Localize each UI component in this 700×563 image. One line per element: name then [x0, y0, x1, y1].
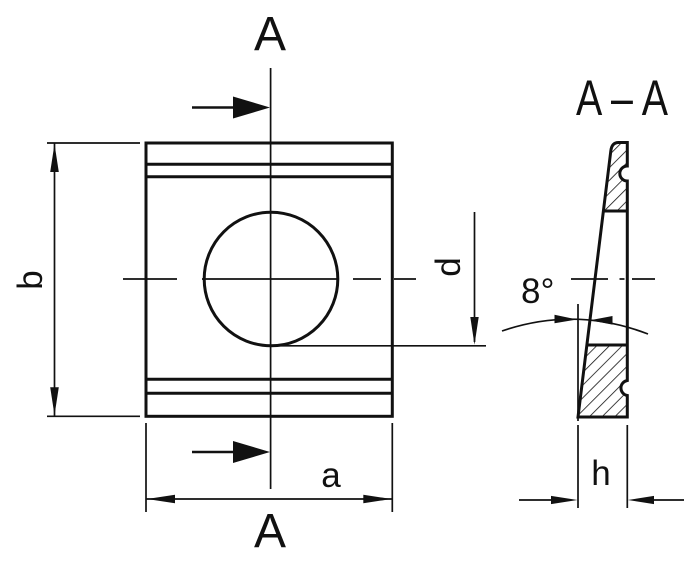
front-view: A A [123, 8, 416, 558]
section-arrow-bottom [192, 441, 270, 463]
section-arrow-top-head-icon [233, 96, 270, 119]
dimension-a: a [145, 423, 394, 512]
dim-a-label: a [321, 456, 341, 495]
section-arrow-top [192, 96, 270, 119]
section-hatch-upper [603, 142, 628, 211]
dimension-b: b [11, 142, 140, 418]
section-mark-bottom-label: A [254, 505, 286, 558]
dim-h-arrow-right-icon [627, 495, 654, 505]
dim-b-arrow-down-icon [50, 387, 59, 416]
dim-h-label: h [591, 454, 610, 493]
section-hatch-lower [578, 345, 628, 417]
angle-label: 8° [521, 272, 554, 311]
dim-a-arrow-right-icon [363, 494, 392, 504]
dim-b-arrow-up-icon [50, 144, 59, 172]
dimension-h: h [519, 425, 684, 508]
angle-arrow-left-icon [554, 314, 577, 324]
dim-h-arrow-left-icon [551, 495, 578, 505]
angle-arrow-right-icon [590, 316, 613, 325]
dimension-angle: 8° [501, 272, 649, 421]
dim-d-label: d [429, 257, 468, 276]
dim-b-label: b [11, 270, 50, 289]
section-arrow-bottom-head-icon [233, 441, 270, 463]
section-view: A – A 8° h [501, 70, 684, 508]
dimension-d: d [271, 212, 486, 347]
section-mark-top-label: A [254, 8, 286, 61]
section-outline [576, 141, 629, 419]
dim-a-arrow-left-icon [147, 494, 175, 504]
dim-d-arrow-down-icon [470, 317, 479, 345]
section-view-title: A – A [576, 70, 669, 126]
